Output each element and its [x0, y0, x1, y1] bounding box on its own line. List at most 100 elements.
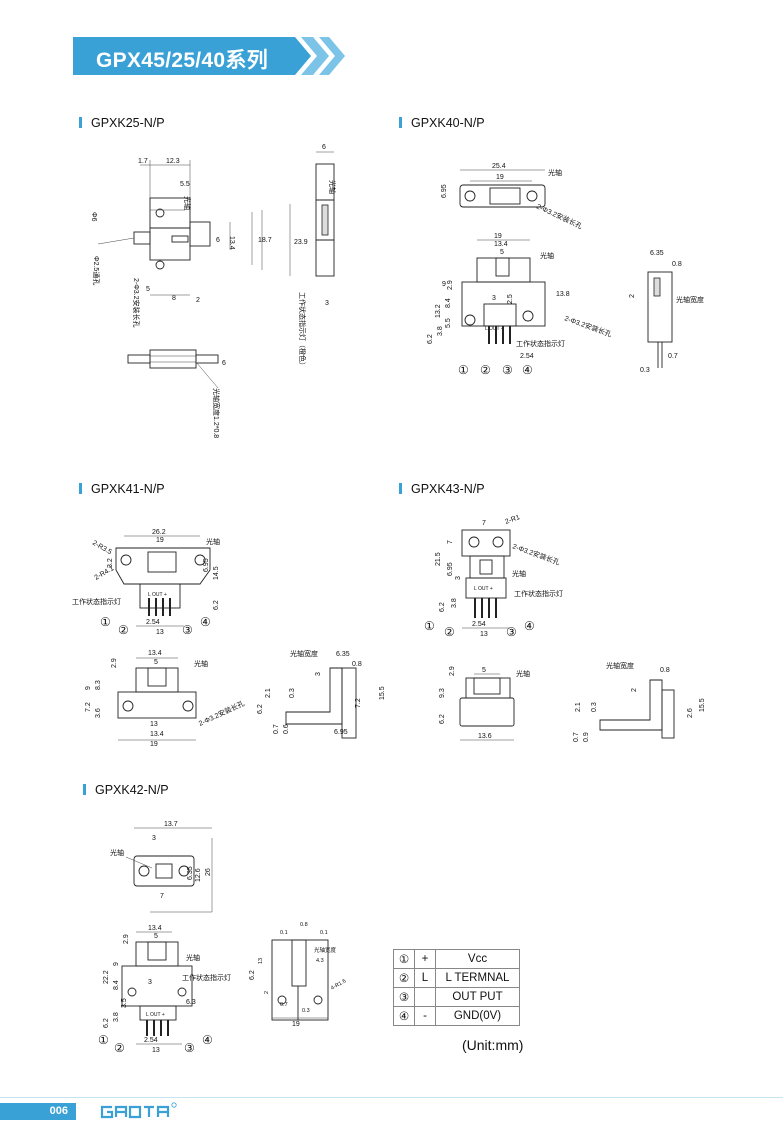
gpxk42-dim: 0.1 — [280, 930, 288, 936]
gpxk40-dim: 2.54 — [520, 353, 534, 360]
gpxk41-dim: 6.2 — [213, 600, 220, 610]
gpxk25-dim: 23.9 — [294, 239, 308, 246]
gpxk41-dim: 2.1 — [265, 688, 272, 698]
gpxk25-axis-label: 光轴 — [183, 196, 192, 210]
gpxk41-dim: 2.9 — [111, 658, 118, 668]
gpxk42-pin-4: ④ — [202, 1033, 213, 1047]
gpxk25-dim: 5 — [146, 286, 150, 293]
gpxk41-dim: 6.35 — [336, 651, 350, 658]
gpxk43-pin-1: ① — [424, 619, 435, 633]
gpxk41-dim: 13 — [150, 721, 158, 728]
gpxk40-dim: 19 — [496, 174, 504, 181]
gpxk41-pin-label: L OUT + — [148, 592, 167, 598]
gpxk43-dim: 2.9 — [449, 666, 456, 676]
gpxk42-dim: 8.4 — [113, 980, 120, 990]
gpxk42-dim: 4.3 — [316, 958, 324, 964]
gpxk40-pin-2: ② — [480, 363, 491, 377]
gpxk41-dim: 15.5 — [379, 686, 386, 700]
pin-symbol: - — [414, 1006, 436, 1026]
gpxk42-dim: 2.54 — [144, 1037, 158, 1044]
pin-number: ① — [393, 949, 415, 969]
section-title-gpxk42: GPXK42-N/P — [83, 783, 169, 797]
gpxk42-pin-3: ③ — [184, 1041, 195, 1055]
gpxk43-dim: 6.2 — [439, 714, 446, 724]
gpxk40-dim: 13.2 — [435, 304, 442, 318]
gpxk40-pin-3: ③ — [502, 363, 513, 377]
pin-number: ③ — [393, 987, 415, 1007]
gpxk40-dim: 25.4 — [492, 163, 506, 170]
gpxk41-dim: 3 — [315, 672, 322, 676]
gpxk43-mount-label: 2-Φ3.2安装长孔 — [511, 541, 561, 566]
gpxk25-dim: 5.5 — [180, 181, 190, 188]
gpxk43-pin-3: ③ — [506, 625, 517, 639]
section-title-gpxk41: GPXK41-N/P — [79, 482, 165, 496]
gpxk43-dim: 6.95 — [447, 562, 454, 576]
gpxk42-dim: 4-R1.6 — [330, 978, 347, 991]
gpxk25-dim: 6 — [222, 360, 226, 367]
gpxk42-dim: 0.1 — [320, 930, 328, 936]
gpxk43-dim: 3 — [455, 576, 462, 580]
gpxk41-pin-2: ② — [118, 623, 129, 637]
gpxk41-pin-3: ③ — [182, 623, 193, 637]
table-row: ③ OUT PUT — [393, 987, 520, 1007]
gpxk43-dim: 0.8 — [660, 667, 670, 674]
gpxk43-dim: 7 — [447, 540, 454, 544]
pin-number: ④ — [393, 1006, 415, 1026]
gpxk41-indicator-label: 工作状态指示灯 — [72, 597, 121, 606]
gpxk25-drawing: 1.7 12.3 5.5 光轴 6 13.4 18.7 Φ6 Φ2.5通孔 2-… — [90, 144, 337, 438]
pin-definition-table: ① + Vcc ② L L TERMNAL ③ OUT PUT ④ - GND(… — [393, 949, 520, 1026]
gpxk43-axis-label: 光轴 — [512, 569, 526, 578]
gpxk41-dim: 3.6 — [95, 708, 102, 718]
gpxk40-dim: 13.4 — [494, 241, 508, 248]
gpxk40-dim: 5.5 — [445, 318, 452, 328]
pin-name: Vcc — [435, 949, 520, 969]
gpxk43-dim: 9.3 — [439, 688, 446, 698]
gpxk40-dim: 13.8 — [556, 291, 570, 298]
gpxk41-dim: 9 — [85, 686, 92, 690]
gpxk25-dim: 1.7 — [138, 158, 148, 165]
gpxk42-pin-1: ① — [98, 1033, 109, 1047]
gpxk41-dim: 3.2 — [107, 558, 114, 568]
gpxk25-indicator-label: 工作状态指示灯（橙色） — [298, 292, 307, 369]
gpxk42-dim: 19 — [292, 1021, 300, 1028]
pin-name: GND(0V) — [435, 1006, 520, 1026]
gpxk43-dim: 6.2 — [439, 602, 446, 612]
gpxk41-dim: 6.95 — [334, 729, 348, 736]
gpxk42-dim: 13.4 — [148, 925, 162, 932]
gpxk41-dim: 6.95 — [203, 558, 210, 572]
gpxk42-dim: 0.8 — [300, 922, 308, 928]
gpxk41-dim: 0.6 — [283, 724, 290, 734]
gpxk43-dim: 2.54 — [472, 621, 486, 628]
gpxk25-dim: 8 — [172, 295, 176, 302]
gpxk42-dim: 7 — [160, 893, 164, 900]
gpxk42-dim: 3.5 — [121, 998, 128, 1008]
gpxk41-dim: 2.54 — [146, 619, 160, 626]
gpxk42-axis-label: 光轴 — [186, 953, 200, 962]
gpxk42-dim: 13.7 — [164, 821, 178, 828]
gpxk25-width-label: 光轴宽度1.2*0.8 — [212, 388, 221, 438]
gpxk43-dim: 2.1 — [575, 702, 582, 712]
gpxk40-pin-4: ④ — [522, 363, 533, 377]
gpxk43-dim: 2.6 — [687, 708, 694, 718]
gpxk41-axis-label: 光轴 — [206, 537, 220, 546]
gpxk43-axis-label: 光轴 — [516, 669, 530, 678]
gpxk25-dim: Φ6 — [90, 212, 97, 222]
gpxk42-dim: 2.9 — [123, 934, 130, 944]
gpxk41-dim: 13.4 — [148, 650, 162, 657]
gpxk40-width-label: 光轴宽度 — [676, 295, 704, 304]
gpxk42-width-label: 光轴宽度 — [314, 946, 337, 954]
gpxk40-dim: 9 — [442, 281, 446, 288]
gpxk40-dim: 2 — [629, 294, 636, 298]
gpxk43-dim: 13 — [480, 631, 488, 638]
gpxk42-drawing: 13.7 3 光轴 6.35 12.6 26 7 13.4 5 2.9 9 22… — [98, 821, 347, 1055]
gpxk43-dim: 5 — [482, 667, 486, 674]
gpxk41-dim: 0.3 — [289, 688, 296, 698]
gpxk41-dim: 5 — [154, 659, 158, 666]
table-row: ④ - GND(0V) — [393, 1006, 520, 1026]
gpxk40-mount-label: 2-Φ3.2安装长孔 — [563, 313, 613, 338]
gpxk40-dim: 0.7 — [668, 353, 678, 360]
pin-name: L TERMNAL — [435, 968, 520, 988]
gpxk40-dim: 5 — [500, 249, 504, 256]
gpxk43-pin-label: L OUT + — [474, 586, 493, 592]
gpxk41-width-label: 光轴宽度 — [290, 649, 318, 658]
